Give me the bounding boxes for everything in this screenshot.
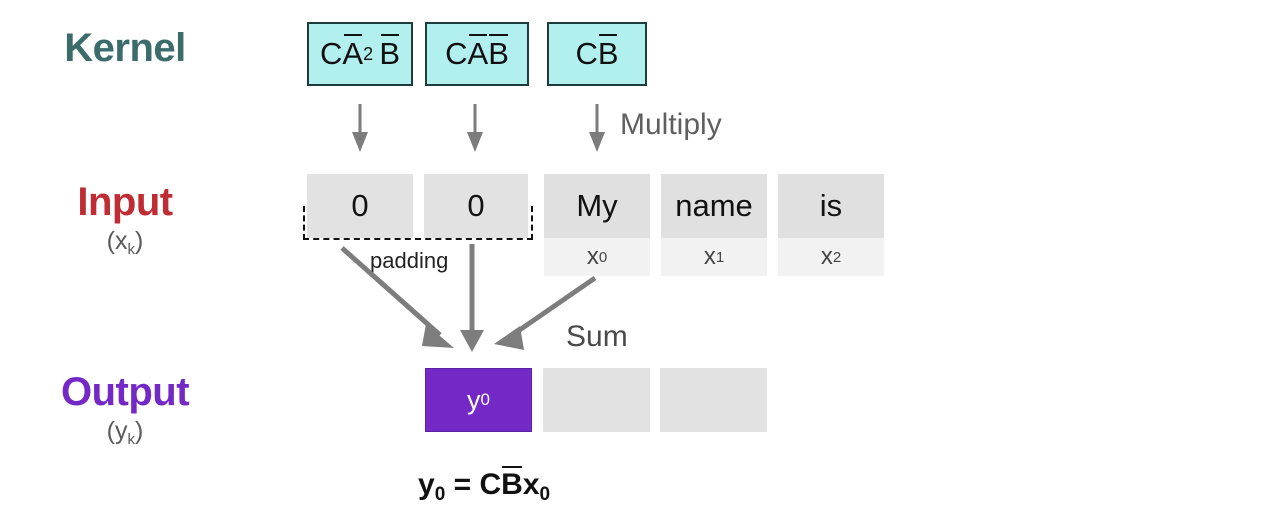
row-label-output: Output (yk) [0, 372, 250, 447]
input-sub-close: ) [135, 227, 144, 255]
sum-arrows-icon [340, 244, 597, 352]
output-cell-1[interactable] [543, 368, 650, 432]
multiply-label: Multiply [620, 108, 722, 141]
padding-bracket [303, 206, 533, 240]
input-word-subscript-1: 1 [715, 248, 725, 266]
multiply-arrow-icon-0 [352, 104, 368, 152]
row-label-kernel: Kernel [0, 28, 250, 68]
output-subscript-0: 0 [480, 390, 490, 409]
multiply-arrow-icon-1 [467, 104, 483, 152]
equation-rhs-c: C [479, 468, 502, 501]
kernel-term-abar-1: A [467, 33, 489, 71]
kernel-title: Kernel [64, 26, 186, 70]
kernel-term-exp-0: 2 [363, 43, 374, 64]
input-padding-value-0: 0 [351, 188, 369, 223]
output-sub-close: ) [135, 417, 144, 445]
input-word-subscript-0: 0 [598, 248, 608, 266]
output-cell-2[interactable] [660, 368, 767, 432]
equation-lhs-var: y [418, 468, 435, 501]
input-word-var-2: x [820, 243, 833, 270]
input-cell-padding-0[interactable]: 0 [307, 174, 413, 238]
input-cell-padding-1[interactable]: 0 [424, 174, 528, 238]
kernel-term-abar-0: A [342, 33, 364, 71]
row-label-input: Input (xk) [0, 182, 250, 257]
output-title: Output [60, 370, 190, 414]
kernel-term-bbar-1: B [488, 33, 509, 71]
padding-label: padding [370, 248, 449, 273]
output-var-0: y [467, 384, 481, 415]
input-word-text-1: name [661, 174, 767, 238]
input-word-text-2: is [778, 174, 884, 238]
kernel-term-c-0: C [320, 36, 343, 71]
multiply-arrow-icon-2 [589, 104, 605, 152]
input-sub-var: x [115, 227, 128, 255]
input-sub-open: ( [106, 227, 115, 255]
output-sub-var: y [115, 417, 128, 445]
input-word-var-1: x [703, 243, 716, 270]
kernel-term-bbar-0: B [379, 33, 400, 71]
input-subtitle: (xk) [0, 227, 250, 258]
equation-lhs-index: 0 [434, 484, 446, 505]
output-equation: y0 = CBx0 [418, 465, 551, 506]
equation-rhs-x: x [522, 468, 540, 501]
input-word-text-0: My [544, 174, 650, 238]
equation-rhs-bbar: B [501, 465, 523, 501]
equation-equals: = [453, 468, 472, 501]
output-sub-open: ( [106, 417, 115, 445]
input-word-var-0: x [586, 243, 599, 270]
input-title: Input [77, 180, 173, 224]
output-subtitle: (yk) [0, 417, 250, 448]
output-sub-index: k [127, 431, 136, 448]
kernel-term-bbar-2: B [597, 33, 619, 71]
equation-rhs-x-index: 0 [539, 484, 551, 505]
input-padding-value-1: 0 [467, 188, 485, 223]
input-sub-index: k [127, 241, 136, 258]
input-word-subscript-2: 2 [832, 248, 842, 266]
kernel-term-c-2: C [575, 36, 598, 71]
sum-label: Sum [566, 320, 628, 353]
kernel-term-c-1: C [445, 36, 468, 71]
